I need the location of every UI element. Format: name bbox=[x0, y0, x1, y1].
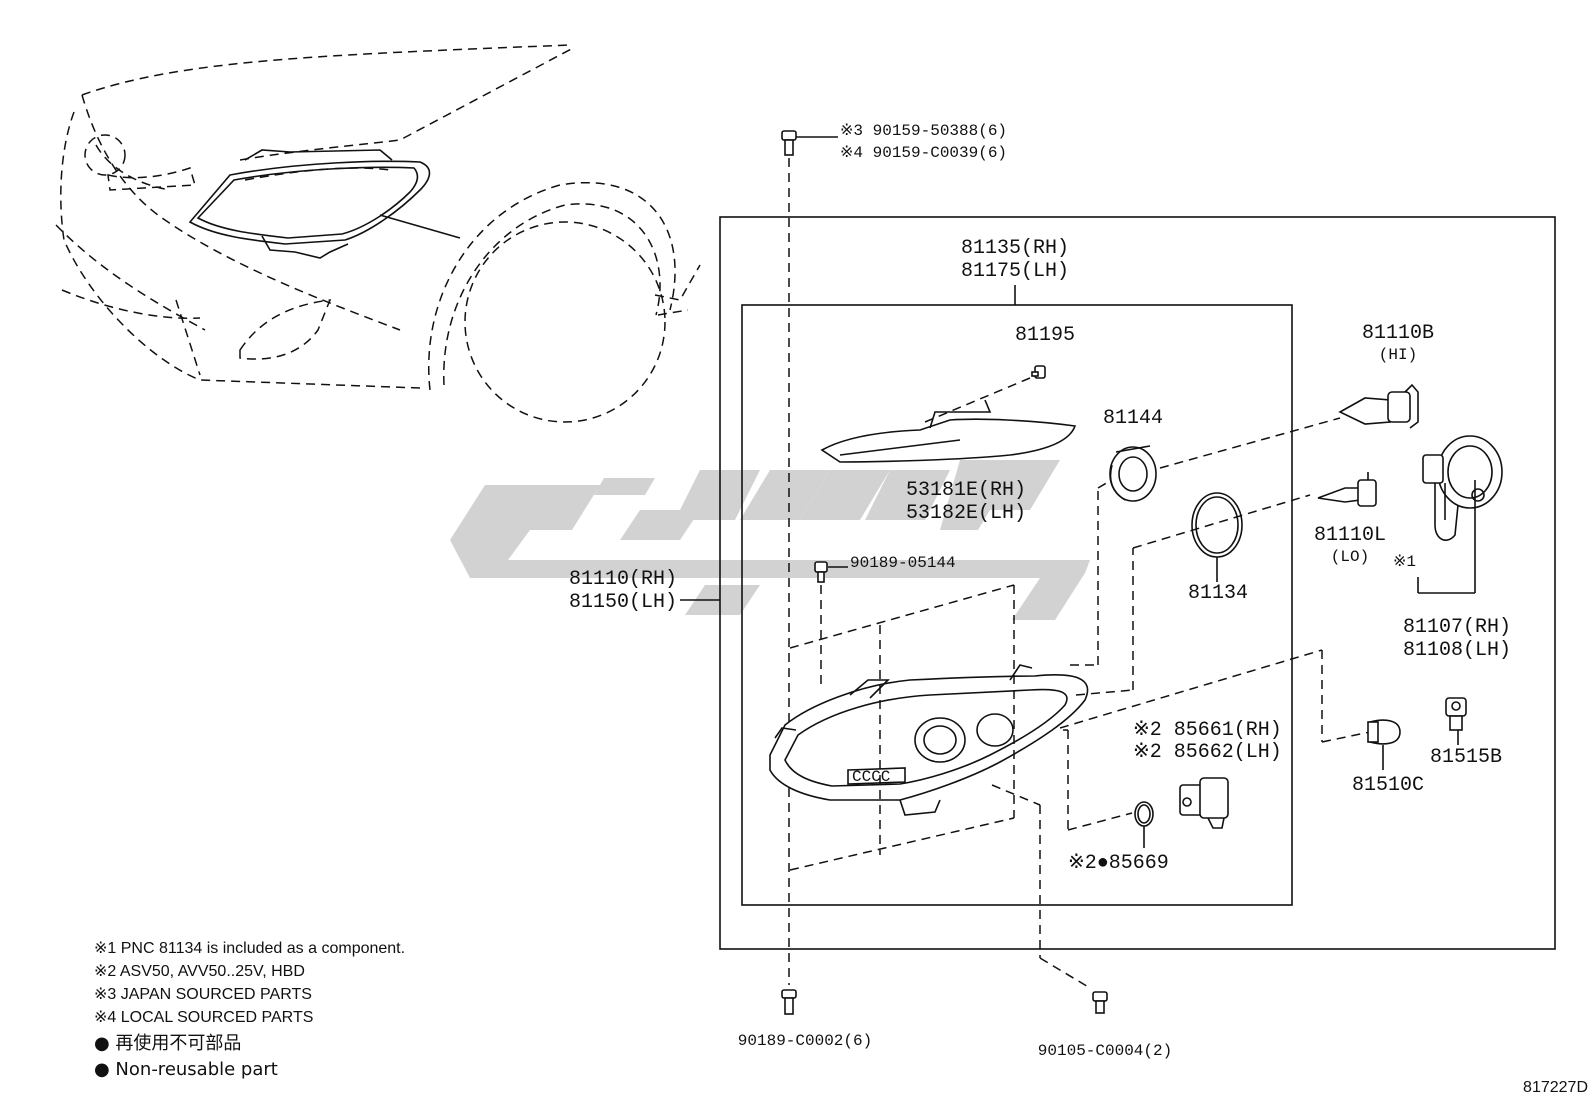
label-unit-lh: 81175(LH) bbox=[961, 260, 1069, 283]
label-level-rh: ※2 85661(RH) bbox=[1133, 719, 1282, 742]
label-bulb-hi-tag: (HI) bbox=[1379, 346, 1417, 364]
note-1: ※1 PNC 81134 is included as a component. bbox=[94, 940, 405, 957]
label-screw-81195: 81195 bbox=[1015, 324, 1075, 347]
label-socket-note-mark: ※1 bbox=[1393, 553, 1416, 571]
bottom-right-bolt-icon bbox=[1092, 991, 1108, 1014]
oring-85669-icon bbox=[1134, 801, 1154, 827]
car-front-sketch bbox=[55, 44, 701, 423]
watermark-logo bbox=[450, 460, 1090, 620]
bulb-hi-icon bbox=[1338, 383, 1419, 429]
label-cover-lh: 53182E(LH) bbox=[906, 502, 1026, 525]
label-cover-rh: 53181E(RH) bbox=[906, 479, 1026, 502]
label-bolt-bottom-right: 90105-C0004(2) bbox=[1038, 1042, 1172, 1060]
note-6: ● Non-reusable part bbox=[94, 1059, 278, 1080]
notes-legend: ※1 PNC 81134 is included as a component.… bbox=[94, 940, 405, 1080]
bottom-bolt-icon bbox=[781, 989, 797, 1015]
label-bolt-bottom: 90189-C0002(6) bbox=[738, 1032, 872, 1050]
screw-81195-icon bbox=[1031, 365, 1046, 379]
label-socket-81515b: 81515B bbox=[1430, 746, 1502, 769]
note-5: ● 再使用不可部品 bbox=[94, 1033, 241, 1054]
label-assy-lh: 81150(LH) bbox=[569, 591, 677, 614]
headlamp-assembly-icon: CCCC bbox=[769, 664, 1089, 816]
bulb-lo-icon bbox=[1317, 472, 1377, 507]
socket-81515b-icon bbox=[1445, 697, 1467, 731]
note-4: ※4 LOCAL SOURCED PARTS bbox=[94, 1009, 313, 1026]
label-bolt-top-local: ※4 90159-C0039(6) bbox=[840, 144, 1007, 162]
label-level-lh: ※2 85662(LH) bbox=[1133, 741, 1282, 764]
label-gasket-81134: 81134 bbox=[1188, 582, 1248, 605]
cap-81144-icon bbox=[1109, 445, 1157, 502]
inner-unit-frame bbox=[741, 304, 1293, 906]
label-socket-lh: 81108(LH) bbox=[1403, 639, 1511, 662]
label-oring: ※2●85669 bbox=[1068, 852, 1169, 875]
level-socket-icon bbox=[1179, 777, 1229, 829]
gasket-81134-icon bbox=[1191, 492, 1243, 558]
bulb-81510c-icon bbox=[1367, 719, 1401, 745]
label-socket-rh: 81107(RH) bbox=[1403, 616, 1511, 639]
label-bulb-81510c: 81510C bbox=[1352, 774, 1424, 797]
outer-assembly-frame bbox=[719, 216, 1556, 950]
screw-90189-icon bbox=[814, 561, 828, 583]
label-assy-rh: 81110(RH) bbox=[569, 568, 677, 591]
label-screw-90189: 90189-05144 bbox=[850, 554, 956, 572]
label-cap-81144: 81144 bbox=[1103, 407, 1163, 430]
label-bulb-lo-tag: (LO) bbox=[1331, 548, 1369, 566]
diagram-id: 817227D bbox=[1523, 1079, 1588, 1096]
note-2: ※2 ASV50, AVV50..25V, HBD bbox=[94, 963, 305, 980]
note-3: ※3 JAPAN SOURCED PARTS bbox=[94, 986, 312, 1003]
cover-trim-icon bbox=[820, 399, 1077, 463]
svg-text:CCCC: CCCC bbox=[852, 768, 890, 786]
label-unit-rh: 81135(RH) bbox=[961, 237, 1069, 260]
label-bulb-lo-no: 81110L bbox=[1314, 524, 1386, 547]
label-bulb-hi-no: 81110B bbox=[1362, 322, 1434, 345]
bulb-socket-icon bbox=[1422, 435, 1503, 541]
label-bolt-top-jp: ※3 90159-50388(6) bbox=[840, 122, 1007, 140]
top-bolt-icon bbox=[781, 130, 797, 156]
